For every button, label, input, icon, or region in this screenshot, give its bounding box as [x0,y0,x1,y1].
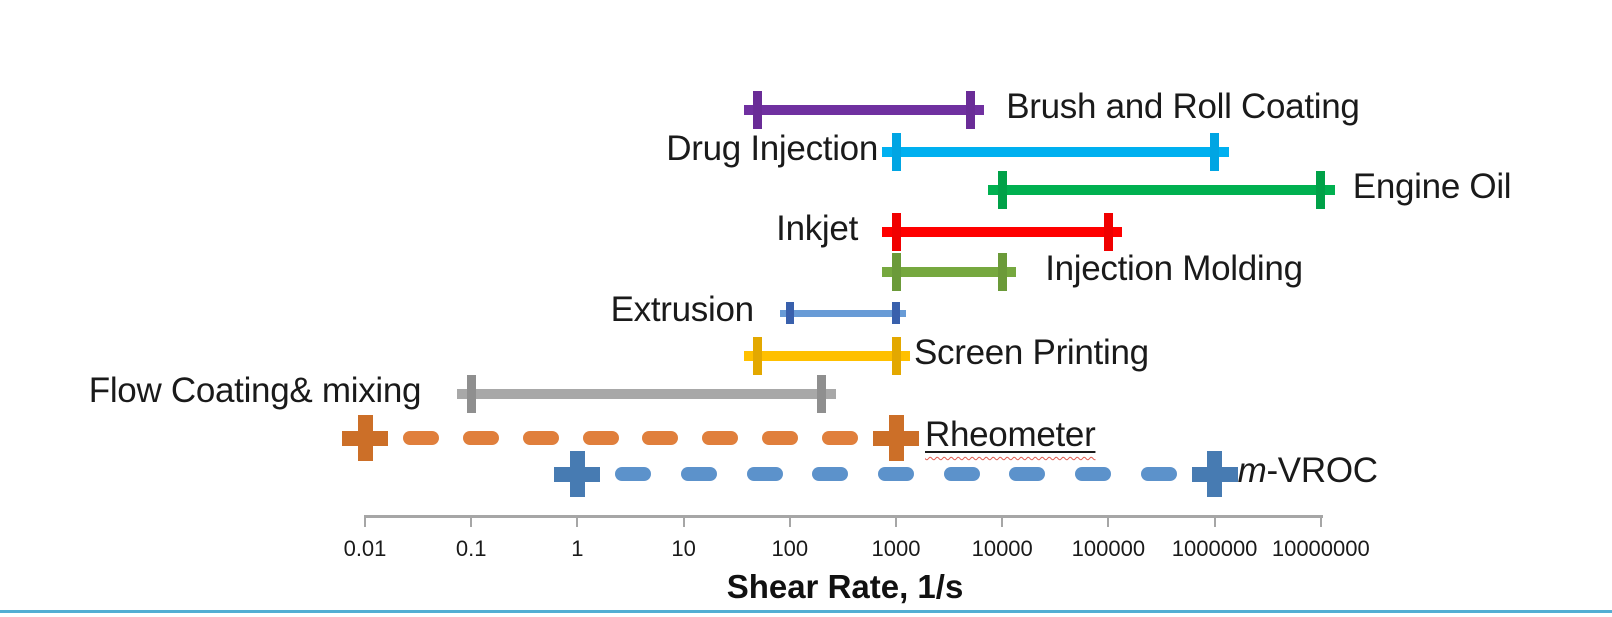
tick-label: 0.01 [343,536,387,561]
tick-label: 100000 [1071,536,1146,561]
dash [746,467,783,481]
axis-tick [682,516,685,527]
range-bar [743,105,985,115]
tick-label: 1000 [871,536,921,561]
range-bar [882,267,1017,277]
range-cap-arm [1191,466,1238,482]
range-cap [891,133,901,171]
axis-tick [1001,516,1004,527]
axis-tick [576,516,579,527]
dash [1074,467,1111,481]
dash [642,431,679,445]
x-axis-title: Shear Rate, 1/s [726,568,964,605]
series-label-flow-coating-mixing: Flow Coating& mixing [88,371,422,410]
tick-label: 10000 [971,536,1033,561]
bottom-border-line [0,610,1612,613]
dash [821,431,858,445]
axis-tick [364,516,366,527]
range-cap [817,375,827,413]
axis-tick [895,516,897,527]
dash-segments [403,431,858,445]
range-cap [785,302,794,324]
dash-segments [615,467,1177,481]
spellcheck-squiggle-text: Rheometer [925,415,1096,454]
range-cap [753,337,763,375]
range-cap [1316,171,1326,209]
dash [615,467,652,481]
range-bar [882,227,1123,237]
dash [462,431,499,445]
series-label-engine-oil: Engine Oil [1352,167,1512,206]
series-label-drug-injection: Drug Injection [666,129,878,168]
axis-tick [470,516,473,527]
series-label-m-vroc: m-VROC [1238,448,1378,494]
series-label-screen-printing: Screen Printing [914,333,1149,372]
tick-label: 1 [571,536,584,561]
axis-tick [1107,516,1110,527]
axis-tick [788,516,791,527]
label-regular-part: -VROC [1266,451,1378,490]
range-bar [988,185,1335,195]
dash [877,467,914,481]
series-label-rheometer: Rheometer [925,412,1096,458]
range-cap [891,253,901,291]
axis-tick [1213,516,1216,527]
range-cap [466,375,476,413]
range-bar [779,309,906,317]
range-cap-arm [873,430,919,446]
range-cap [892,302,900,324]
dash [943,467,980,481]
dash [702,431,739,445]
dash [1140,467,1177,481]
dash [812,467,849,481]
axis-line [364,515,1323,518]
range-cap [891,337,901,375]
dash [762,431,799,445]
tick-label: 10 [671,536,696,561]
tick-label: 100 [771,536,809,561]
range-cap-arm [554,466,601,482]
series-label-extrusion: Extrusion [610,290,755,329]
range-cap [1210,133,1220,171]
range-cap [753,91,763,129]
range-bar [457,389,836,399]
series-label-brush-and-roll-coating: Brush and Roll Coating [1006,87,1360,126]
range-cap [1103,213,1113,251]
dash [1009,467,1046,481]
range-cap [997,253,1007,291]
tick-label: 10000000 [1271,536,1370,561]
dash [522,431,559,445]
series-label-injection-molding: Injection Molding [1045,249,1303,288]
range-cap-arm [342,430,388,446]
range-bar [743,351,910,361]
series-label-inkjet: Inkjet [776,209,858,248]
tick-label: 0.1 [455,536,487,561]
dash [582,431,619,445]
range-cap [997,171,1007,209]
tick-label: 1000000 [1171,536,1258,561]
dash [403,431,439,445]
label-italic-part: m [1237,451,1267,490]
underlined-label: Rheometer [925,415,1096,454]
axis-tick [1319,516,1322,527]
range-cap [965,91,975,129]
dash [681,467,718,481]
range-bar [882,147,1229,157]
range-cap [891,213,901,251]
